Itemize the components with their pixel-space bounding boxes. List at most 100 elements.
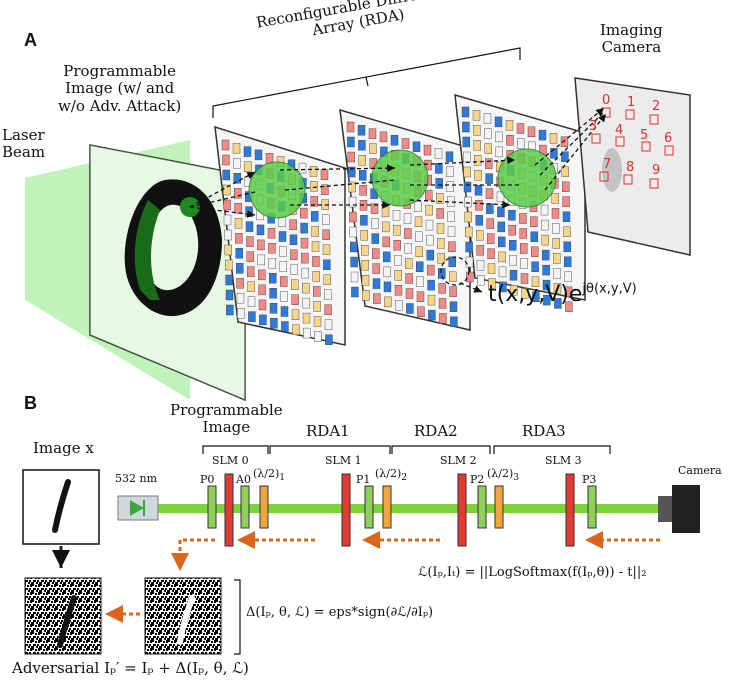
rda-pixel (428, 309, 436, 321)
rda-pixel (313, 301, 321, 312)
rda-pixel (476, 230, 484, 241)
rda-pixel (551, 208, 560, 219)
rda-pixel (268, 258, 276, 269)
rda-pixel (320, 169, 329, 180)
rda-pixel (394, 285, 403, 296)
rda-pixel (291, 279, 299, 290)
rda-pixel (506, 134, 514, 146)
adversarial-formula: Adversarial Iₚ′ = Iₚ + Δ(Iₚ, θ, ℒ) (12, 659, 249, 677)
rda-pixel (438, 298, 447, 309)
rda-pixel (346, 121, 355, 133)
rda-pixel (350, 241, 358, 253)
camera-digit-3: 3 (589, 119, 598, 134)
image-x-label: Image x (33, 439, 94, 457)
rda-pixel (290, 264, 298, 275)
rda-pixel (538, 129, 547, 141)
rda-pixel (565, 301, 573, 312)
rda-pixel (531, 276, 540, 287)
rda-pixel (465, 226, 473, 238)
imaging-camera-label: Imaging Camera (600, 21, 663, 57)
rda-pixel (265, 152, 274, 164)
rda-pixel (361, 260, 369, 271)
rda-pixel (473, 140, 481, 151)
rda-pixel (381, 206, 390, 218)
rda-pixel (236, 293, 245, 304)
rda-pixel (237, 308, 245, 319)
rda-pixel (245, 206, 253, 217)
rda-pixel (564, 271, 572, 282)
rda-pixel (462, 136, 470, 148)
rda-pixel (248, 311, 256, 322)
rda-pixel (289, 219, 297, 231)
rda-pixel (280, 291, 288, 302)
rda-pixel (324, 289, 332, 300)
p0-label: P0 (200, 473, 215, 486)
camera-digit-6: 6 (664, 131, 673, 146)
rda-pixel (516, 123, 525, 134)
rda-pixel (224, 259, 233, 271)
polarizer-p1 (364, 485, 374, 529)
rda-pixel (465, 241, 473, 253)
rda-pixel (462, 121, 470, 133)
rda-pixel (258, 284, 266, 296)
half-wave-plate-1 (259, 485, 269, 529)
rda-pixel (517, 138, 525, 149)
loss-formula: ℒ(Iₚ,Iₜ) = ||LogSoftmax(f(Iₚ,θ)) - t||₂ (418, 565, 647, 580)
rda-pixel (542, 264, 550, 276)
rda-pixel (244, 161, 252, 172)
rda-pixel (416, 276, 424, 287)
rda-pixel (450, 316, 458, 327)
rda-pixel (361, 245, 369, 256)
rda-pixel (291, 294, 299, 305)
rda-pixel (520, 273, 529, 284)
rda-pixel (463, 181, 472, 193)
hwp3-label: (λ/2)3 (487, 467, 520, 484)
rda-pixel (560, 136, 569, 147)
rda-pixel (403, 213, 412, 224)
rda-pixel (414, 201, 422, 213)
rda-pixel (540, 204, 549, 216)
rda-pixel (384, 296, 392, 308)
rda-pixel (412, 141, 421, 153)
rda-pixel (434, 148, 443, 159)
rda3-label: RDA3 (522, 422, 566, 440)
rda-pixel (552, 223, 560, 234)
rda-pixel (222, 154, 230, 166)
rda-pixel (476, 260, 485, 271)
rda-pixel (435, 178, 443, 189)
rda-pixel (300, 222, 308, 234)
rda-pixel (497, 206, 505, 218)
rda-pixel (519, 213, 527, 224)
rda-pixel (474, 185, 483, 196)
rda-pixel (562, 181, 570, 192)
rda-pixel (313, 286, 321, 297)
rda-pixel (324, 319, 333, 330)
rda-pixel (498, 251, 506, 263)
polarizer-p3 (587, 485, 597, 529)
rda-pixel (437, 253, 445, 264)
rda-pixel (301, 267, 309, 279)
rda-pixel (448, 256, 456, 267)
rda-pixel (487, 263, 496, 274)
rda-pixel (417, 306, 425, 317)
rda-pixel (475, 215, 483, 226)
rda-pixel (347, 151, 355, 163)
rda-pixel (463, 151, 471, 163)
rda-pixel (404, 243, 412, 254)
rda-pixel (495, 146, 503, 158)
rda-pixel (224, 229, 232, 241)
rda-pixel (405, 258, 413, 269)
rda-pixel (485, 188, 494, 199)
rda-pixel (309, 166, 318, 177)
slm3-label: SLM 3 (545, 454, 582, 467)
rda-pixel (247, 296, 256, 307)
rda-pixel (311, 211, 319, 222)
rda2-label: RDA2 (414, 422, 458, 440)
rda-pixel (486, 203, 494, 214)
rda-pixel (280, 306, 289, 317)
rda-pixel (488, 278, 496, 289)
rda-pixel (226, 304, 234, 316)
rda-pixel (235, 248, 244, 259)
rda-pixel (405, 288, 414, 299)
